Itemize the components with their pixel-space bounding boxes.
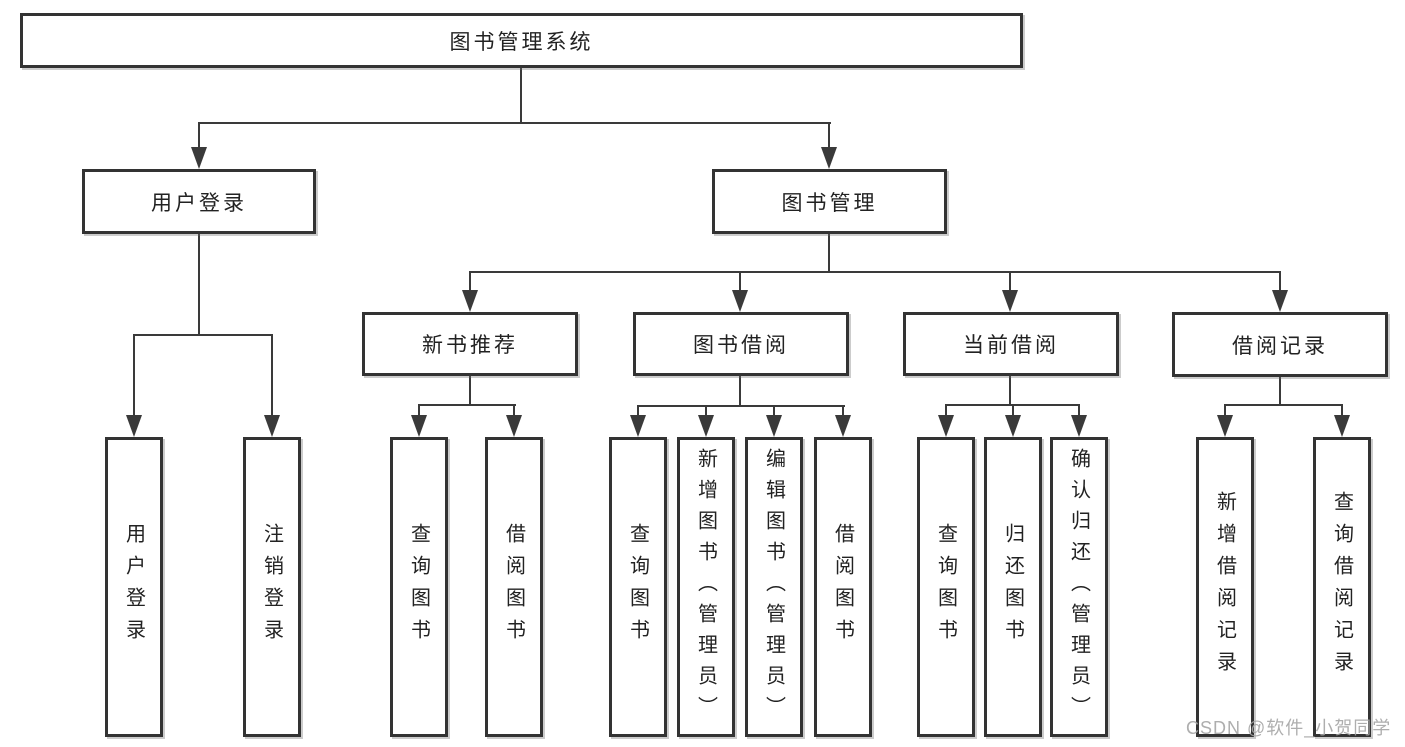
connector xyxy=(271,336,273,416)
arrowhead-down-icon xyxy=(1272,290,1288,312)
connector xyxy=(1341,406,1343,417)
connector xyxy=(1078,406,1080,417)
leaf-confirm-return-admin: 确认归还（管理员） xyxy=(1050,437,1108,737)
arrowhead-down-icon xyxy=(1002,290,1018,312)
connector xyxy=(418,404,516,406)
node-borrow-records: 借阅记录 xyxy=(1172,312,1388,377)
arrowhead-down-icon xyxy=(835,415,851,437)
arrowhead-down-icon xyxy=(462,290,478,312)
leaf-query-borrow-record: 查询借阅记录 xyxy=(1313,437,1371,737)
node-book-management: 图书管理 xyxy=(712,169,947,234)
connector xyxy=(637,405,845,407)
connector xyxy=(520,68,522,124)
arrowhead-down-icon xyxy=(1217,415,1233,437)
leaf-add-books-admin: 新增图书（管理员） xyxy=(677,437,735,737)
arrowhead-down-icon xyxy=(1071,415,1087,437)
connector xyxy=(739,273,741,292)
connector xyxy=(739,376,741,407)
arrowhead-down-icon xyxy=(191,147,207,169)
connector xyxy=(1012,406,1014,417)
leaf-user-login: 用户登录 xyxy=(105,437,163,737)
leaf-query-books-current: 查询图书 xyxy=(917,437,975,737)
leaf-borrow-books-recommend: 借阅图书 xyxy=(485,437,543,737)
connector xyxy=(828,124,830,149)
connector xyxy=(469,376,471,406)
arrowhead-down-icon xyxy=(630,415,646,437)
arrowhead-down-icon xyxy=(732,290,748,312)
node-book-borrow: 图书借阅 xyxy=(633,312,849,376)
connector xyxy=(198,122,831,124)
connector xyxy=(1224,404,1343,406)
connector xyxy=(842,407,844,417)
connector xyxy=(469,271,1281,273)
connector xyxy=(945,404,1080,406)
connector xyxy=(198,234,200,336)
connector xyxy=(945,406,947,417)
node-current-borrow: 当前借阅 xyxy=(903,312,1119,376)
arrowhead-down-icon xyxy=(126,415,142,437)
arrowhead-down-icon xyxy=(1005,415,1021,437)
connector xyxy=(133,336,135,416)
connector xyxy=(1224,406,1226,417)
connector xyxy=(133,334,273,336)
connector xyxy=(828,234,830,273)
connector xyxy=(469,273,471,292)
leaf-query-books-recommend: 查询图书 xyxy=(390,437,448,737)
leaf-borrow-books: 借阅图书 xyxy=(814,437,872,737)
connector xyxy=(1009,376,1011,406)
leaf-add-borrow-record: 新增借阅记录 xyxy=(1196,437,1254,737)
connector xyxy=(513,406,515,417)
leaf-edit-books-admin: 编辑图书（管理员） xyxy=(745,437,803,737)
arrowhead-down-icon xyxy=(411,415,427,437)
connector xyxy=(1009,273,1011,292)
arrowhead-down-icon xyxy=(766,415,782,437)
node-user-login: 用户登录 xyxy=(82,169,316,234)
connector xyxy=(1279,377,1281,406)
arrowhead-down-icon xyxy=(506,415,522,437)
arrowhead-down-icon xyxy=(698,415,714,437)
leaf-query-books-borrow: 查询图书 xyxy=(609,437,667,737)
leaf-logout: 注销登录 xyxy=(243,437,301,737)
arrowhead-down-icon xyxy=(938,415,954,437)
arrowhead-down-icon xyxy=(264,415,280,437)
connector xyxy=(773,407,775,417)
connector xyxy=(705,407,707,417)
connector xyxy=(418,406,420,417)
connector xyxy=(1279,273,1281,292)
connector xyxy=(198,124,200,149)
node-new-book-recommend: 新书推荐 xyxy=(362,312,578,376)
csdn-watermark: CSDN @软件_小贺同学 xyxy=(1186,718,1392,738)
arrowhead-down-icon xyxy=(821,147,837,169)
connector xyxy=(637,407,639,417)
arrowhead-down-icon xyxy=(1334,415,1350,437)
node-root-library-system: 图书管理系统 xyxy=(20,13,1023,68)
leaf-return-books: 归还图书 xyxy=(984,437,1042,737)
